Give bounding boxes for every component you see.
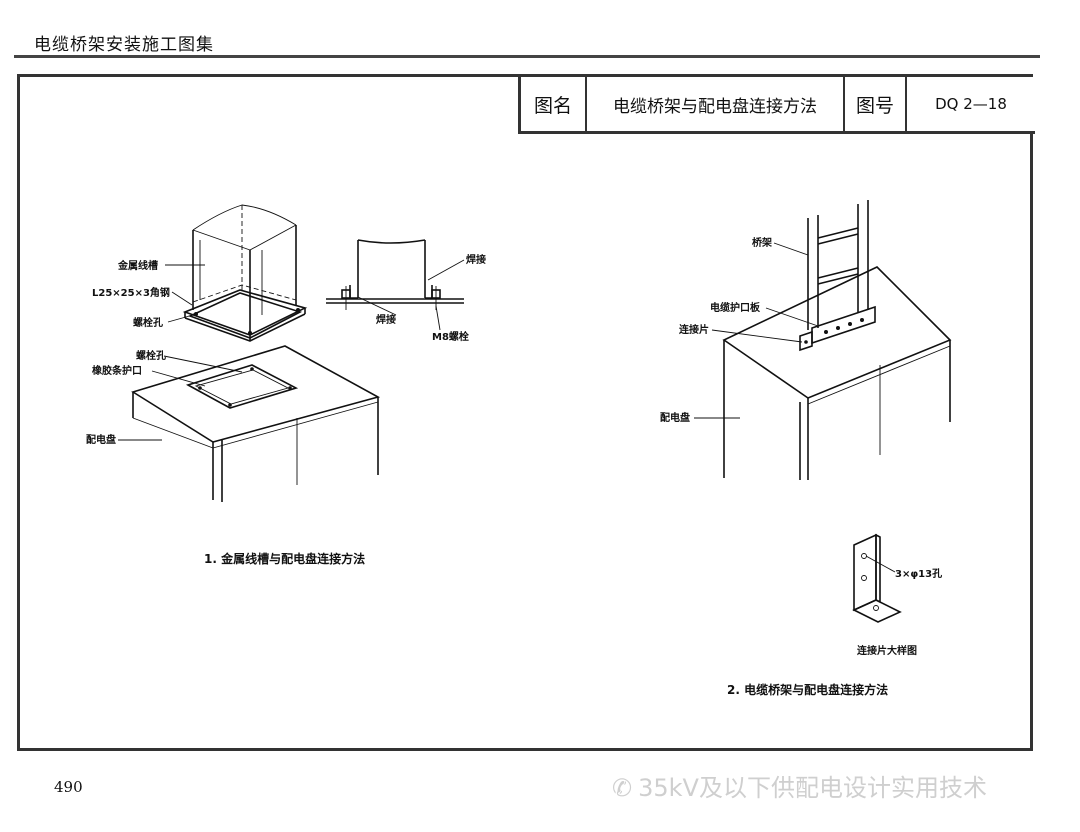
- page-number: 490: [54, 778, 83, 796]
- fig1-label-metal-trough: 金属线槽: [117, 259, 158, 272]
- fig1-metal-trough: [182, 204, 308, 342]
- header-rule: [14, 55, 1040, 58]
- drawing-number-value: DQ 2—18: [935, 95, 1007, 113]
- drawing-name-value: 电缆桥架与配电盘连接方法: [587, 77, 845, 131]
- fig2-detail-caption: 连接片大样图: [857, 644, 917, 657]
- fig2-cable-ladder: [799, 200, 876, 352]
- fig1-label-m8-bolt: M8螺栓: [432, 330, 469, 343]
- fig2-label-panel: 配电盘: [660, 411, 690, 424]
- fig2-label-bridge: 桥架: [752, 236, 772, 249]
- fig1-label-panel: 配电盘: [86, 433, 116, 446]
- fig2-caption: 2. 电缆桥架与配电盘连接方法: [727, 682, 888, 697]
- watermark: ✆35kV及以下供配电设计实用技术: [612, 768, 987, 803]
- drawing-frame: [17, 74, 1033, 751]
- title-block: 图名 电缆桥架与配电盘连接方法 图号 DQ 2—18: [518, 77, 1035, 134]
- fig1-label-bolt-hole-panel: 螺栓孔: [136, 349, 166, 362]
- fig2-label-connector: 连接片: [679, 323, 709, 336]
- fig1-caption: 1. 金属线槽与配电盘连接方法: [204, 551, 365, 566]
- drawing-number-label: 图号: [845, 77, 907, 131]
- watermark-text: 35kV及以下供配电设计实用技术: [638, 774, 987, 802]
- wechat-icon: ✆: [612, 774, 633, 802]
- fig1-section-detail: [326, 239, 464, 310]
- fig2-label-holes: 3×φ13孔: [895, 567, 942, 580]
- fig1-label-angle-steel: L25×25×3角钢: [92, 286, 170, 299]
- fig1-label-weld-right: 焊接: [466, 253, 486, 266]
- fig2-label-cable-guard: 电缆护口板: [710, 301, 761, 314]
- fig1-label-rubber-grommet: 橡胶条护口: [92, 364, 142, 377]
- fig2-distribution-panel: [722, 266, 952, 480]
- fig1-label-weld-left: 焊接: [376, 313, 396, 326]
- fig1-label-bolt-hole-top: 螺栓孔: [133, 316, 163, 329]
- fig2-connector-detail: [852, 533, 902, 623]
- drawing-name-label: 图名: [521, 77, 587, 131]
- fig1-distribution-panel: [131, 345, 381, 502]
- page-header-title: 电缆桥架安装施工图集: [34, 35, 214, 55]
